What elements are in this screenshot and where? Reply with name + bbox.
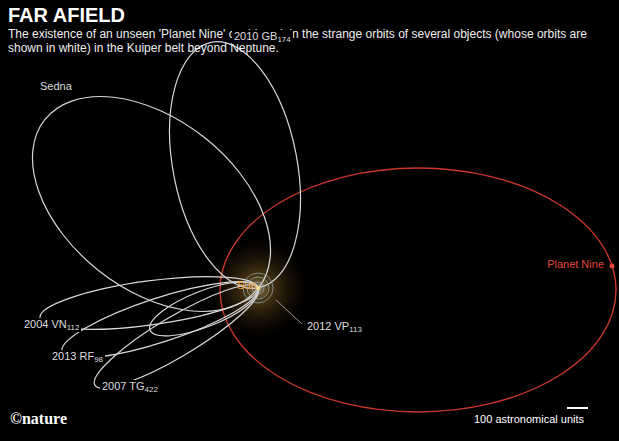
object-label: 2012 VP113 <box>305 320 364 334</box>
object-label: 2013 RF98 <box>50 350 105 364</box>
leader-line <box>276 300 302 324</box>
publisher-logo: ©nature <box>8 410 69 428</box>
caption: The existence of an unseen 'Planet Nine'… <box>8 27 612 55</box>
object-label: Sedna <box>38 80 74 93</box>
object-label: 2010 GB174 <box>232 30 293 44</box>
planet-label: Planet Nine <box>545 258 606 271</box>
sun-label: Sun <box>237 279 257 292</box>
object-label: 2007 TG422 <box>100 380 160 394</box>
scale-bar <box>567 407 588 409</box>
gb174-orbit <box>150 30 319 299</box>
sun-dot <box>256 286 260 290</box>
scale-label: 100 astronomical units <box>472 413 586 426</box>
planet-nine-orbit <box>220 168 616 412</box>
title: FAR AFIELD <box>8 4 125 27</box>
sedna-orbit <box>0 53 311 355</box>
planet-nine-dot <box>610 264 615 269</box>
vp113-orbit <box>143 271 264 347</box>
tg422-orbit <box>85 271 269 403</box>
object-label: 2004 VN112 <box>22 318 81 332</box>
